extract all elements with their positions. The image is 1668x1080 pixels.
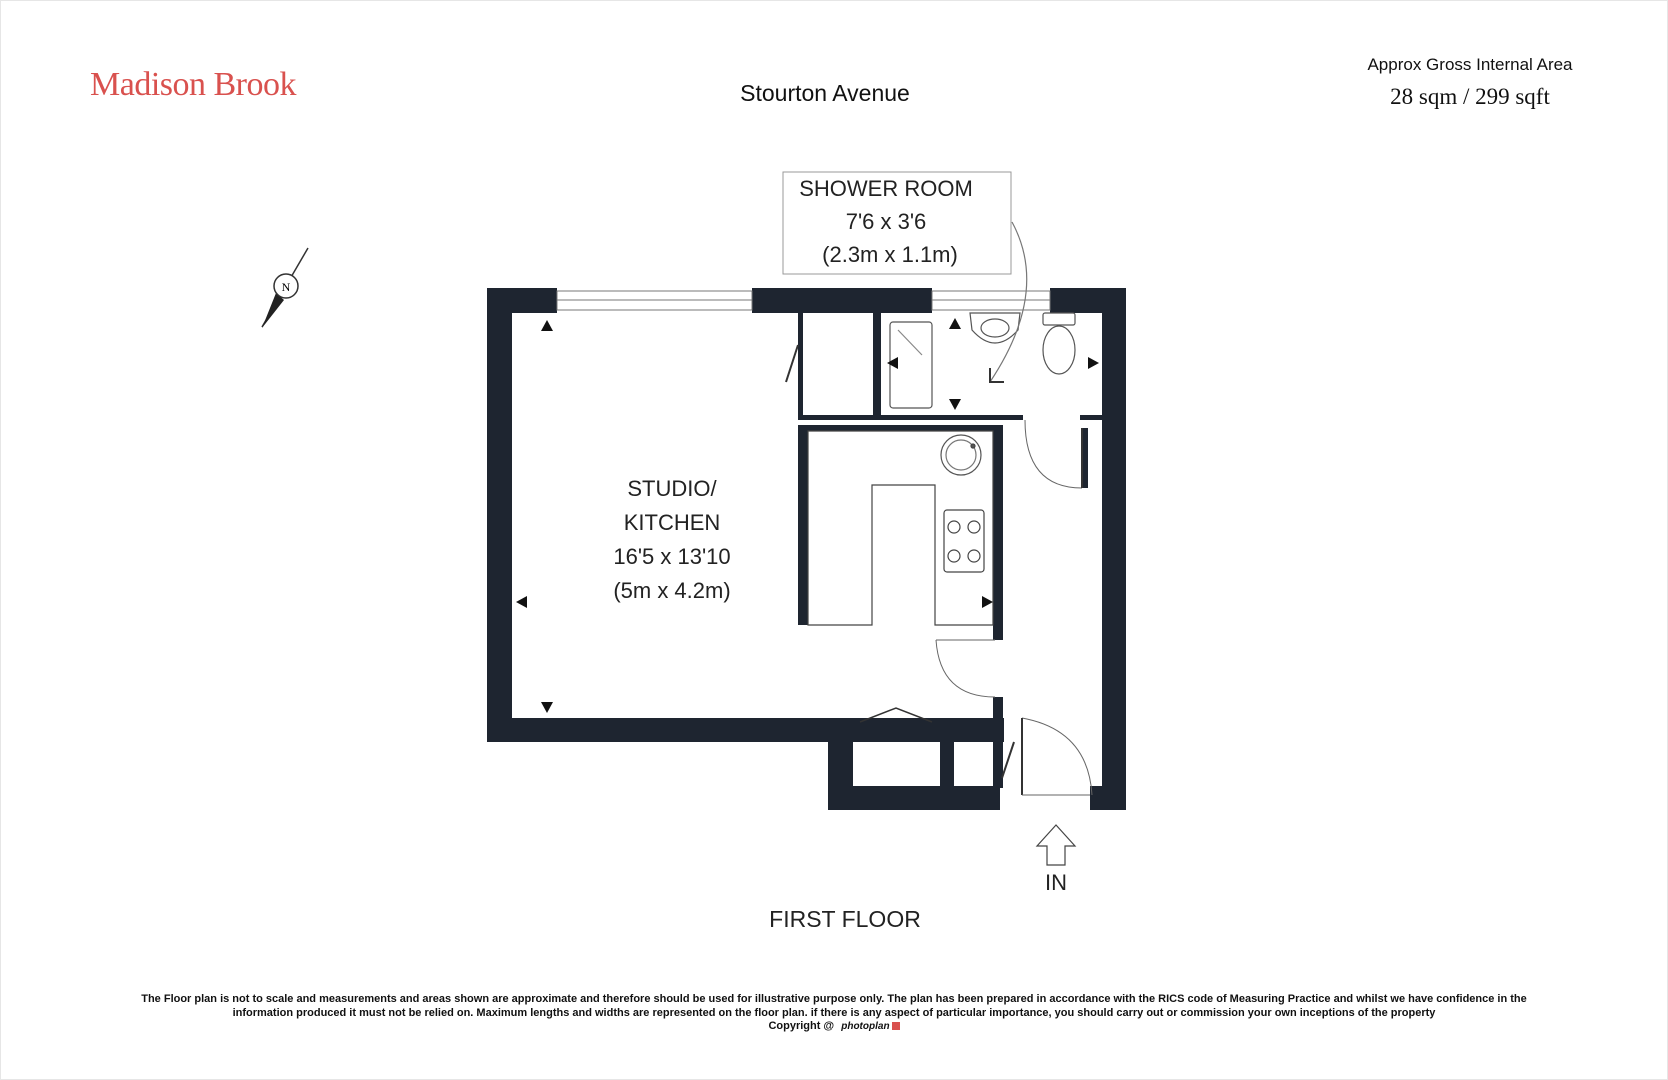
copyright-text: Copyright @ (768, 1020, 835, 1032)
area-label: Approx Gross Internal Area (1367, 55, 1573, 74)
shower-room-label: SHOWER ROOM 7'6 x 3'6 (2.3m x 1.1m) (799, 176, 973, 267)
shower-room-dim-imperial: 7'6 x 3'6 (846, 209, 927, 234)
shower-room-name: SHOWER ROOM (799, 176, 973, 201)
studio-name-line2: KITCHEN (624, 510, 721, 535)
photoplan-logo: photoplan (841, 1021, 890, 1032)
kitchen-counter (807, 430, 994, 626)
doors (785, 344, 1093, 796)
shower-room-dim-metric: (2.3m x 1.1m) (822, 242, 958, 267)
entrance-arrow-icon (1035, 824, 1077, 866)
shower-fittings (889, 221, 1076, 409)
windows (556, 290, 1051, 311)
compass-icon: N (261, 247, 309, 328)
studio-name-line1: STUDIO/ (627, 476, 717, 501)
area-value: 28 sqm / 299 sqft (1390, 84, 1550, 109)
compass-label: N (282, 280, 291, 294)
copyright: Copyright @ photoplan (700, 1020, 968, 1032)
studio-dim-imperial: 16'5 x 13'10 (613, 544, 730, 569)
walls (487, 288, 1126, 810)
photoplan-icon (891, 1022, 900, 1031)
property-address: Stourton Avenue (740, 80, 910, 106)
brand-logo: Madison Brook (90, 66, 297, 103)
shower-room-label-box (782, 171, 1012, 275)
floor-label: FIRST FLOOR (769, 906, 921, 932)
dimension-markers (516, 318, 1099, 713)
entrance-label: IN (1045, 870, 1067, 895)
studio-label: STUDIO/ KITCHEN 16'5 x 13'10 (5m x 4.2m) (613, 476, 730, 603)
studio-dim-metric: (5m x 4.2m) (613, 578, 730, 603)
disclaimer-text: The Floor plan is not to scale and measu… (141, 993, 1527, 1019)
